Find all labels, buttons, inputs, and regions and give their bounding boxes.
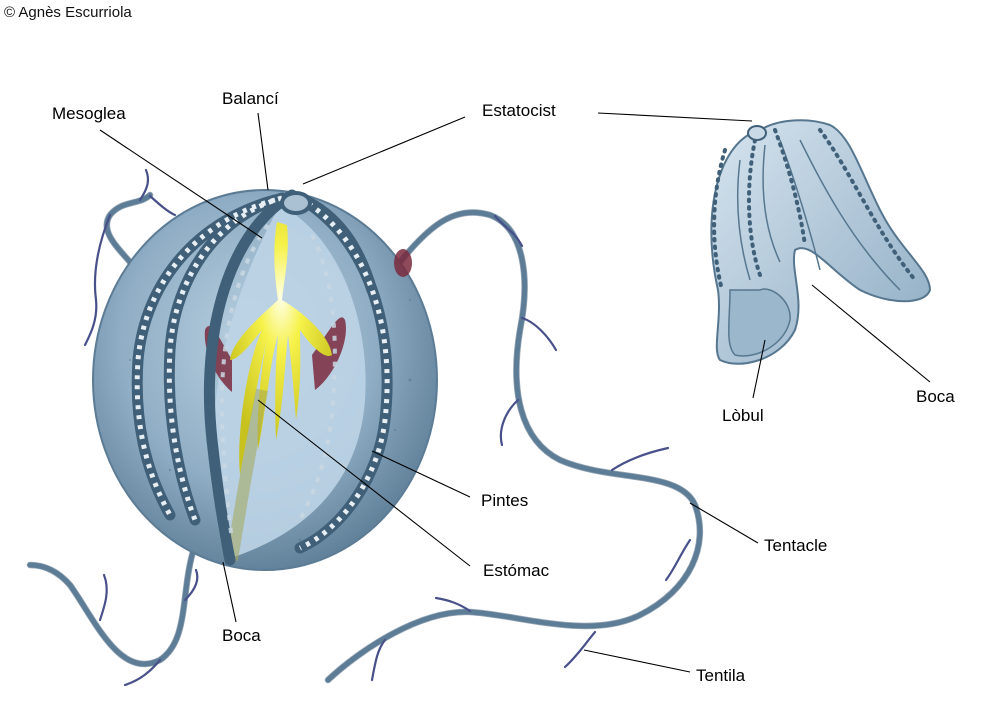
- leader-tentacle: [689, 502, 759, 544]
- leader-lines: [99, 112, 931, 673]
- label-boca-right: Boca: [916, 387, 955, 406]
- stomach: [226, 222, 332, 561]
- leader-boca-left: [222, 561, 237, 623]
- tentacle-bulb: [394, 249, 412, 277]
- lobe: [728, 288, 791, 357]
- leader-balanci: [257, 112, 269, 191]
- leader-estatocist-right: [597, 112, 753, 122]
- label-estatocist: Estatocist: [482, 101, 556, 120]
- tentacles: [26, 168, 704, 687]
- label-balanci: Balancí: [222, 89, 279, 108]
- tentacle-lower-left: [27, 542, 198, 667]
- lobate-statocyst: [747, 125, 767, 141]
- leader-tentila: [583, 649, 691, 673]
- leader-estatocist-left: [302, 116, 466, 185]
- leader-estomac: [257, 399, 471, 567]
- leader-mesoglea: [99, 129, 263, 239]
- label-lobul: Lòbul: [722, 406, 764, 425]
- label-tentila: Tentila: [696, 666, 746, 685]
- leader-pintes: [371, 450, 471, 498]
- leader-lobul: [752, 339, 766, 399]
- comb-plates: [134, 195, 390, 551]
- statocyst: [280, 191, 312, 215]
- lobate-comb-rows: [712, 128, 917, 292]
- label-pintes: Pintes: [481, 491, 528, 510]
- labels: Mesoglea Balancí Estatocist Pintes Estóm…: [52, 89, 955, 685]
- label-mesoglea: Mesoglea: [52, 104, 126, 123]
- label-estomac: Estómac: [483, 561, 550, 580]
- leader-boca-right: [811, 284, 931, 383]
- ctenophore-body: [92, 189, 438, 571]
- label-tentacle: Tentacle: [764, 536, 827, 555]
- label-boca-left: Boca: [222, 626, 261, 645]
- copyright-text: © Agnès Escurriola: [4, 4, 132, 21]
- lobate-ctenophore: [710, 119, 932, 365]
